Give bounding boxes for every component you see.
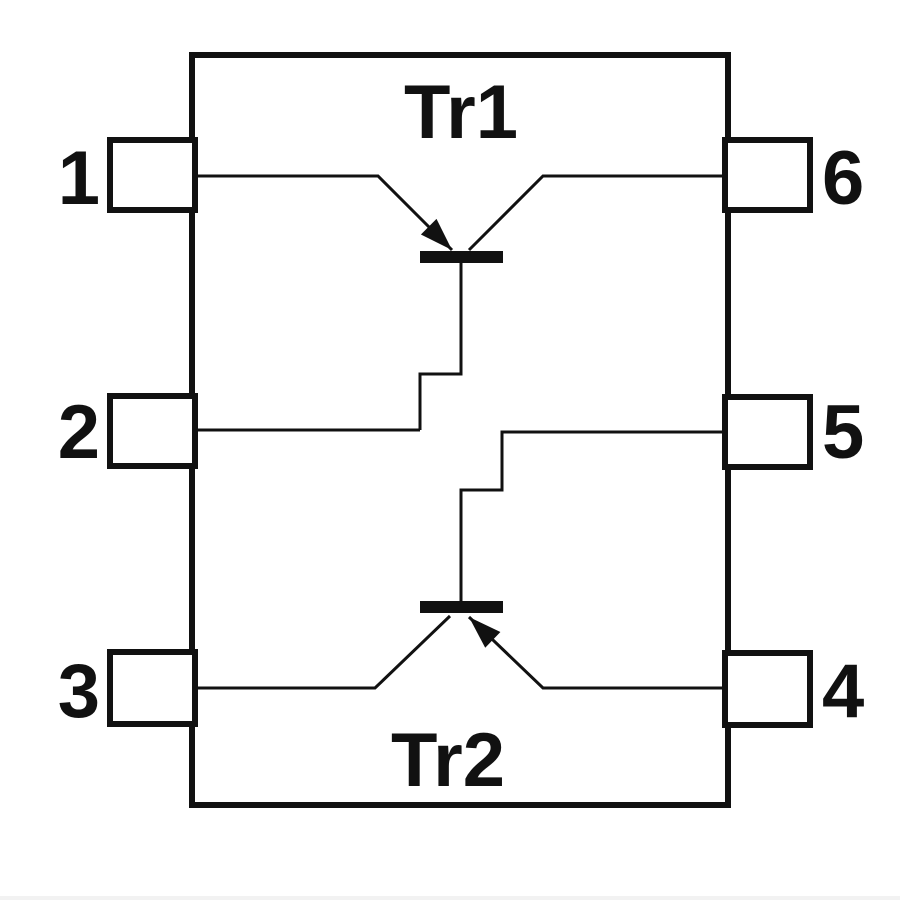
- pin-3-label: 3: [58, 649, 100, 734]
- tr2-base-bar: [420, 601, 503, 613]
- pin-5-label: 5: [822, 390, 864, 475]
- pin-4-box: [722, 650, 813, 728]
- bottom-edge-strip: [0, 896, 900, 900]
- tr2-collector-wire: [192, 614, 452, 690]
- pin-3-box: [107, 649, 198, 727]
- tr1-label: Tr1: [404, 70, 518, 155]
- pin-5-box: [722, 394, 813, 470]
- pin-6-label: 6: [822, 136, 864, 221]
- pin-2-box: [107, 393, 198, 469]
- tr1-emitter-wire: [192, 174, 454, 252]
- tr1-base-wire: [418, 263, 463, 430]
- pin-1-label: 1: [58, 136, 100, 221]
- tr2-emitter-arrow-icon: [469, 617, 501, 648]
- tr1-collector-wire: [467, 174, 728, 252]
- pin-2-label: 2: [58, 390, 100, 475]
- tr1-base-bar: [420, 251, 503, 263]
- tr2-label: Tr2: [391, 718, 505, 803]
- tr2-emitter-wire: [467, 615, 728, 690]
- pin-4-label: 4: [822, 649, 864, 734]
- tr1-emitter-arrow-icon: [420, 218, 452, 250]
- pin-6-box: [722, 137, 813, 213]
- pin-1-box: [107, 137, 198, 213]
- pin-5-to-tr2-base-wire: [459, 430, 728, 602]
